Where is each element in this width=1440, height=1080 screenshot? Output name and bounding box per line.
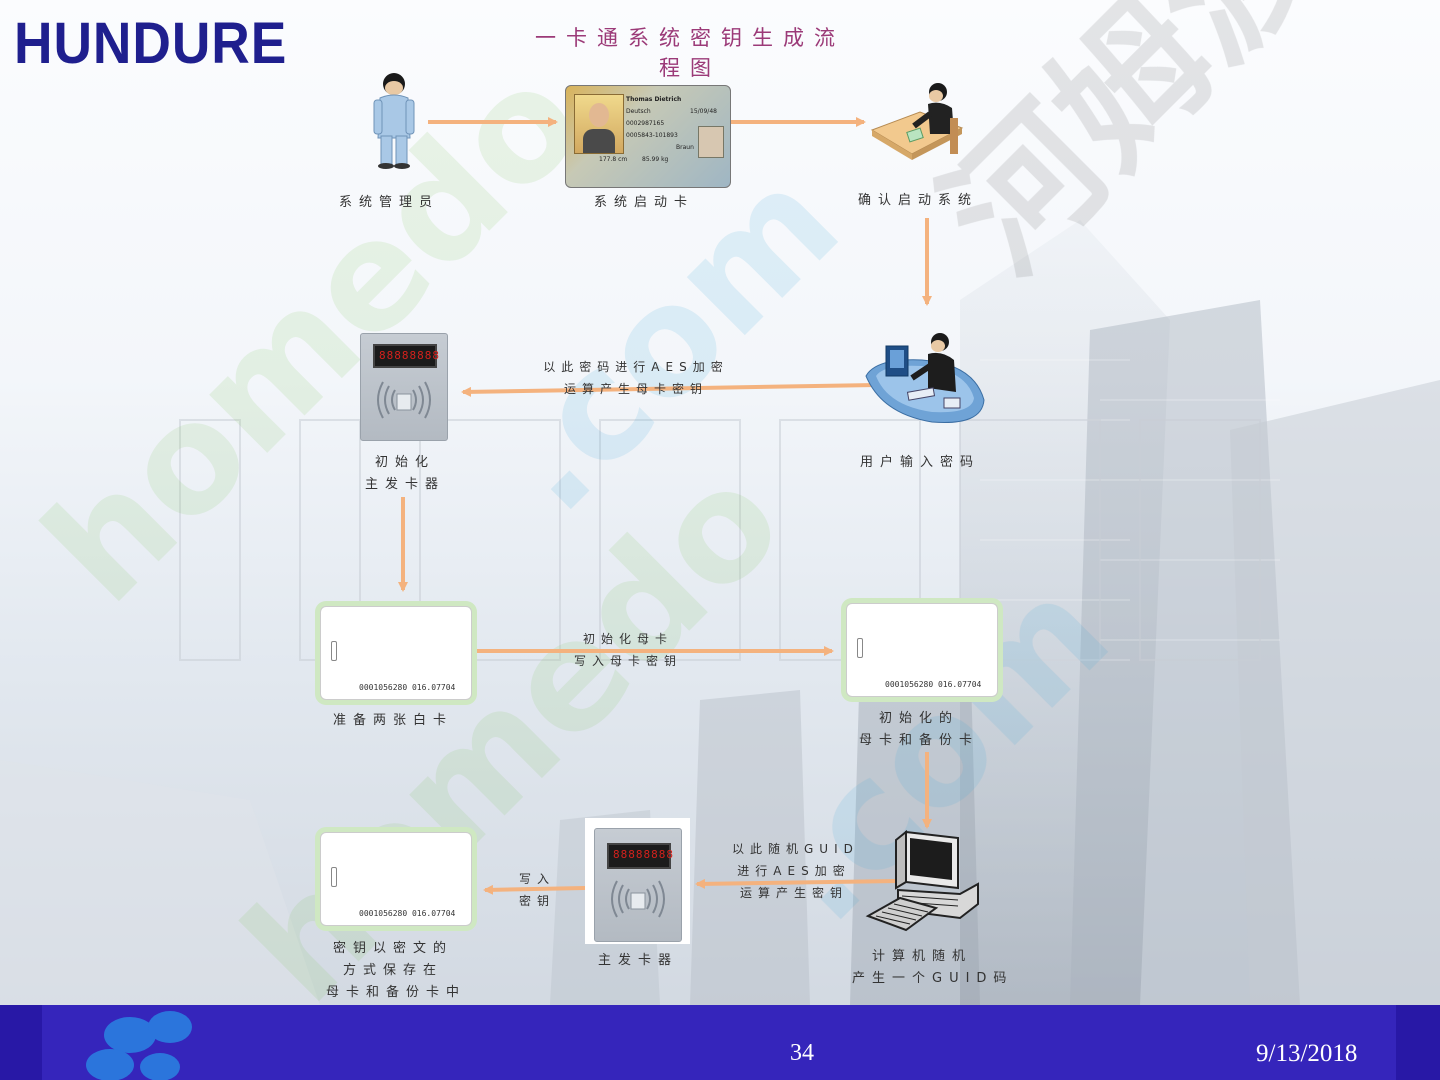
card-small-photo [698, 126, 724, 158]
page-number: 34 [790, 1040, 814, 1066]
node-admin-label: 系统管理员 [338, 195, 439, 210]
init-card-reader: 88888888 [360, 333, 448, 441]
arrow-user-to-reader [461, 383, 877, 397]
node-init-reader-label: 初始化 主发卡器 [364, 455, 445, 492]
card-height: 177.8 cm [599, 156, 628, 163]
node-blank-cards-label: 准备两张白卡 [332, 713, 453, 728]
edge-write-key-label: 写入 密钥 [518, 872, 555, 908]
initialized-card: 0001056280 016.07704 [846, 603, 998, 697]
arrow-computer-to-reader [695, 878, 898, 889]
card-serial: 0001056280 016.07704 [359, 909, 456, 918]
node-user-input-label: 用户输入密码 [859, 455, 980, 470]
company-logo: HUNDURE [14, 11, 288, 76]
card-serial: 0001056280 016.07704 [885, 680, 982, 689]
edge-aes-password-label: 以此密码进行AES加密 运算产生母卡密钥 [543, 360, 729, 396]
card-serial: 0001056280 016.07704 [359, 683, 456, 692]
node-init-cards-label: 初始化的 母卡和备份卡 [858, 711, 979, 748]
node-computer-label: 计算机随机 产生一个GUID码 [852, 949, 1014, 986]
reader-display: 88888888 [373, 344, 439, 368]
card-number-2: 0005843-101893 [626, 132, 678, 139]
footer-bar [0, 1005, 1440, 1080]
node-saved-label: 密钥以密文的 方式保存在 母卡和备份卡中 [326, 941, 467, 1000]
page-title: 一卡通系统密钥生成流程图 [535, 26, 845, 80]
card-date: 15/09/48 [690, 108, 717, 115]
card-holder-name: Thomas Dietrich [626, 96, 682, 103]
card-weight: 85.99 kg [642, 156, 669, 163]
node-reader-label: 主发卡器 [597, 953, 678, 968]
node-confirm-label: 确认启动系统 [858, 193, 979, 208]
card-photo [574, 94, 624, 154]
card-eyes: Braun [676, 144, 694, 151]
system-start-card: Thomas Dietrich Deutsch 15/09/48 0002987… [565, 85, 731, 188]
blank-card: 0001056280 016.07704 [320, 606, 472, 700]
reader-display: 88888888 [607, 843, 673, 869]
main-card-reader: 88888888 [594, 828, 682, 942]
rfid-wave-icon [611, 880, 665, 918]
node-start-card-label: 系统启动卡 [593, 195, 694, 210]
edge-init-master-label: 初始化母卡 写入母卡密钥 [573, 632, 682, 668]
footer-date: 9/13/2018 [1256, 1040, 1358, 1067]
saved-key-card: 0001056280 016.07704 [320, 832, 472, 926]
card-number-1: 0002987165 [626, 120, 665, 127]
edge-aes-guid-label: 以此随机GUID 进行AES加密 运算产生密钥 [732, 842, 859, 900]
footer-flower-logo-icon [86, 1011, 192, 1080]
rfid-wave-icon [377, 381, 431, 419]
arrow-reader-to-saved [483, 884, 586, 895]
card-nationality: Deutsch [626, 108, 651, 115]
